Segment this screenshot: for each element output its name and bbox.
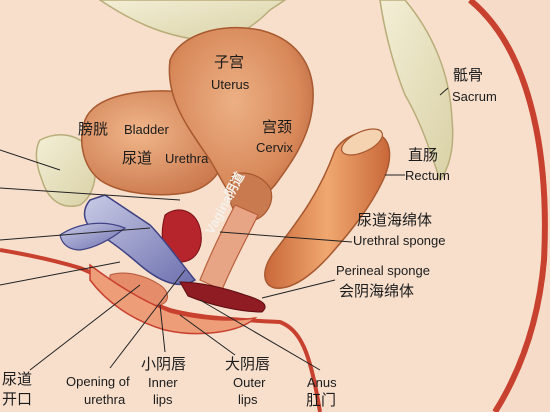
opening-label-en-2: urethra [84,392,126,407]
clitoral-body [59,222,127,251]
outer-lips [89,263,258,335]
uterus-label-en: Uterus [211,77,250,92]
rectum-label-en: Rectum [405,168,450,183]
rectum-label-zh: 直肠 [408,146,439,164]
urethra-label-en: Urethra [165,151,209,166]
sacrum-label-zh: 骶骨 [453,66,484,84]
opening-label-en-1: Opening of [66,374,130,389]
outer-lips-label-zh: 大阴唇 [225,355,271,373]
rectum-opening [341,128,383,156]
urethral-sponge-label-en: Urethral sponge [353,233,446,248]
anus-label-zh: 肛门 [306,391,337,409]
inner-lips-label-zh: 小阴唇 [141,355,187,373]
perineal-sponge [179,281,266,313]
uterus-label-zh: 子宫 [214,53,245,71]
vagina-canal [199,204,259,291]
cervix-label-en: Cervix [256,140,293,155]
front-outline [0,248,322,412]
opening-label-zh-1: 尿道 [2,370,33,388]
urethral-sponge-label-zh: 尿道海绵体 [357,211,433,229]
leader-lines [0,87,449,371]
uterus [168,26,314,213]
bladder-label-zh: 膀胱 [78,120,109,138]
outer-lips-label-en-1: Outer [233,375,266,390]
pubic-bone [35,134,96,207]
sacrum-label-en: Sacrum [452,89,497,104]
opening-label-zh-2: 开口 [2,390,33,408]
sacrum-bone [379,0,454,182]
urethra-label-zh: 尿道 [122,149,153,167]
outer-lips-label-en-2: lips [238,392,258,407]
perineal-sponge-label-zh: 会阴海绵体 [339,282,415,300]
bladder-label-en: Bladder [124,122,169,137]
anus-label-en: Anus [307,375,337,390]
back-outline [468,0,548,412]
cervix-label-zh: 宫颈 [262,118,293,136]
perineal-sponge-label-en: Perineal sponge [336,263,430,278]
inner-lips-label-en-2: lips [153,392,173,407]
inner-lips-label-en-1: Inner [148,375,178,390]
